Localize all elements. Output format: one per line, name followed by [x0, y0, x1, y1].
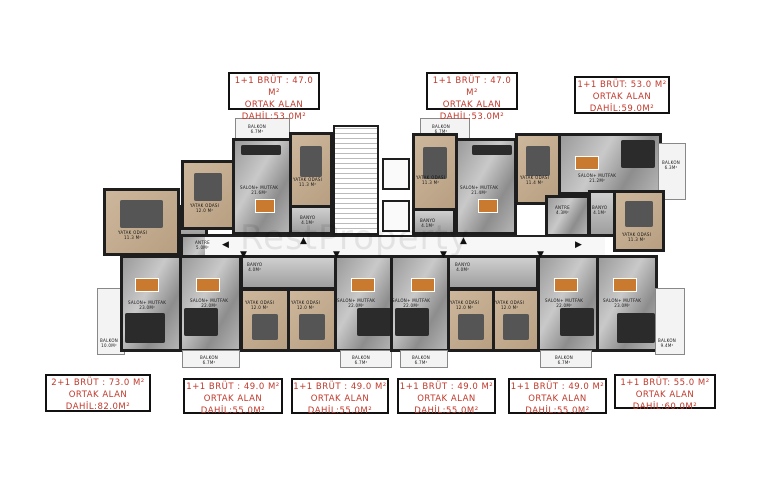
bedroom	[103, 188, 180, 256]
balcony	[182, 350, 240, 368]
watermark: RestProperty	[240, 218, 470, 258]
entry-arrow-icon: ◀	[222, 240, 229, 250]
elevator-shaft	[382, 200, 410, 232]
balcony	[540, 350, 592, 368]
bedroom	[412, 133, 458, 211]
entry-arrow-icon: ▼	[440, 250, 447, 260]
bedroom	[289, 132, 333, 208]
balcony	[340, 350, 392, 368]
living-kitchen	[232, 138, 292, 235]
bathroom	[289, 205, 333, 235]
entry-arrow-icon: ▼	[240, 250, 247, 260]
balcony	[655, 288, 685, 355]
bedroom	[492, 288, 540, 352]
entry-arrow-icon: ▼	[537, 250, 544, 260]
living-kitchen	[558, 133, 662, 195]
entrance	[545, 195, 590, 237]
bathroom	[240, 255, 337, 290]
staircase	[333, 125, 379, 235]
entry-arrow-icon: ▼	[333, 250, 340, 260]
entry-arrow-icon: ▲	[300, 236, 307, 246]
bedroom	[447, 288, 495, 352]
entry-arrow-icon: ▲	[460, 236, 467, 246]
living-kitchen	[120, 255, 182, 352]
bathroom	[447, 255, 539, 290]
living-kitchen	[390, 255, 450, 352]
bedroom	[287, 288, 337, 352]
bedroom	[240, 288, 290, 352]
elevator-shaft	[382, 158, 410, 190]
bathroom	[412, 208, 456, 235]
living-kitchen	[334, 255, 396, 352]
balcony	[400, 350, 448, 368]
entry-arrow-icon: ▶	[575, 240, 582, 250]
bedroom	[613, 190, 665, 252]
bedroom	[181, 160, 235, 230]
